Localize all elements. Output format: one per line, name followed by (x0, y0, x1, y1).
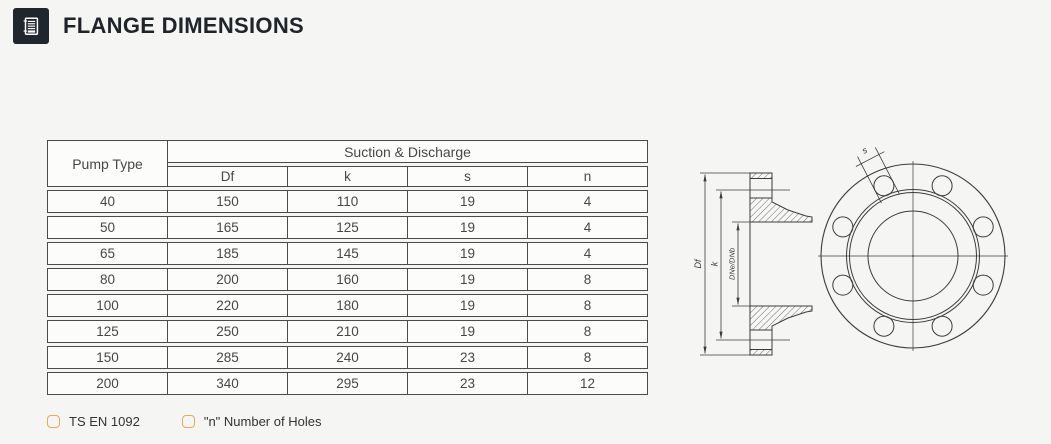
footnote-standard-label: TS EN 1092 (69, 414, 140, 429)
legend-bullet-icon (47, 415, 60, 428)
dim-label-df: Df (693, 258, 703, 268)
header-row-dimensions: Df k s n (47, 166, 648, 187)
cell-pump-type: 65 (47, 242, 168, 265)
center-point (912, 255, 914, 257)
bore-circle (867, 210, 959, 302)
bolt-holes (832, 175, 994, 337)
bolt-hole (972, 274, 994, 296)
cell-k: 110 (288, 190, 408, 213)
cell-df: 220 (168, 294, 288, 317)
cell-k: 145 (288, 242, 408, 265)
cell-pump-type: 125 (47, 320, 168, 343)
cell-s: 19 (408, 242, 528, 265)
column-header-suction-discharge: Suction & Discharge (168, 140, 648, 163)
cell-df: 285 (168, 346, 288, 369)
cell-pump-type: 50 (47, 216, 168, 239)
cell-df: 250 (168, 320, 288, 343)
cell-s: 19 (408, 216, 528, 239)
cell-k: 210 (288, 320, 408, 343)
footnote-holes: "n" Number of Holes (181, 414, 322, 429)
outer-diameter-circle (820, 163, 1006, 349)
header-row-group: Pump Type Suction & Discharge (47, 140, 648, 187)
bolt-hole (873, 175, 895, 197)
raised-face-outer-circle (846, 189, 980, 323)
cell-s: 23 (408, 372, 528, 395)
column-header-df: Df (168, 166, 288, 187)
table-row: 150 285 240 23 8 (47, 346, 648, 369)
bolt-hole (931, 315, 953, 337)
flange-hub-lower (749, 305, 813, 331)
table-row: 200 340 295 23 12 (47, 372, 648, 395)
cell-k: 125 (288, 216, 408, 239)
flange-technical-drawing: Df k DNe/DNb s (693, 145, 1008, 356)
cell-n: 12 (528, 372, 648, 395)
cell-df: 340 (168, 372, 288, 395)
bolt-hole (931, 175, 953, 197)
table-row: 40 150 110 19 4 (47, 190, 648, 213)
s-callout (855, 147, 900, 204)
cell-df: 185 (168, 242, 288, 265)
dim-label-bore: DNe/DNb (728, 248, 737, 280)
raised-face-inner-circle (849, 192, 977, 320)
cell-n: 4 (528, 216, 648, 239)
cell-s: 19 (408, 190, 528, 213)
footnotes: TS EN 1092 "n" Number of Holes (47, 414, 321, 429)
column-header-k: k (288, 166, 408, 187)
legend-bullet-icon (181, 415, 195, 428)
footnote-holes-label: "n" Number of Holes (203, 414, 322, 429)
cell-s: 19 (408, 320, 528, 343)
spec-sheet-icon (13, 8, 49, 44)
cell-n: 4 (528, 190, 648, 213)
cell-n: 8 (528, 346, 648, 369)
cell-k: 295 (288, 372, 408, 395)
flange-hub-upper (749, 197, 813, 223)
cell-pump-type: 100 (47, 294, 168, 317)
cell-n: 8 (528, 268, 648, 291)
flange-section-view (749, 172, 813, 356)
table-row: 80 200 160 19 8 (47, 268, 648, 291)
bolt-hole (972, 216, 994, 238)
column-header-s: s (408, 166, 528, 187)
bolt-hole (832, 216, 854, 238)
dim-label-k: k (710, 261, 720, 266)
flange-dimensions-table: Pump Type Suction & Discharge Df k s n 4… (47, 137, 648, 398)
cell-k: 240 (288, 346, 408, 369)
cell-pump-type: 200 (47, 372, 168, 395)
notebook-icon (23, 17, 39, 35)
cell-df: 200 (168, 268, 288, 291)
bolt-hole (873, 315, 895, 337)
flange-rim-lower (749, 349, 773, 356)
cell-n: 4 (528, 242, 648, 265)
cell-pump-type: 40 (47, 190, 168, 213)
cell-df: 150 (168, 190, 288, 213)
table-row: 100 220 180 19 8 (47, 294, 648, 317)
page-title: FLANGE DIMENSIONS (63, 13, 304, 38)
cell-k: 160 (288, 268, 408, 291)
cell-pump-type: 150 (47, 346, 168, 369)
dim-label-s: s (860, 145, 869, 156)
flange-rim-upper (749, 172, 773, 179)
cell-pump-type: 80 (47, 268, 168, 291)
cell-n: 8 (528, 294, 648, 317)
cell-s: 19 (408, 294, 528, 317)
column-header-pump-type: Pump Type (47, 140, 168, 187)
cell-s: 23 (408, 346, 528, 369)
cell-df: 165 (168, 216, 288, 239)
table-row: 125 250 210 19 8 (47, 320, 648, 343)
bolt-hole (832, 274, 854, 296)
cell-k: 180 (288, 294, 408, 317)
dimension-lines (700, 172, 790, 356)
table-row: 50 165 125 19 4 (47, 216, 648, 239)
section-header: FLANGE DIMENSIONS (13, 8, 304, 44)
column-header-n: n (528, 166, 648, 187)
table-container: Pump Type Suction & Discharge Df k s n 4… (47, 137, 648, 398)
table-row: 65 185 145 19 4 (47, 242, 648, 265)
flange-front-view (818, 147, 1008, 351)
cell-s: 19 (408, 268, 528, 291)
footnote-standard: TS EN 1092 (47, 414, 140, 429)
cell-n: 8 (528, 320, 648, 343)
